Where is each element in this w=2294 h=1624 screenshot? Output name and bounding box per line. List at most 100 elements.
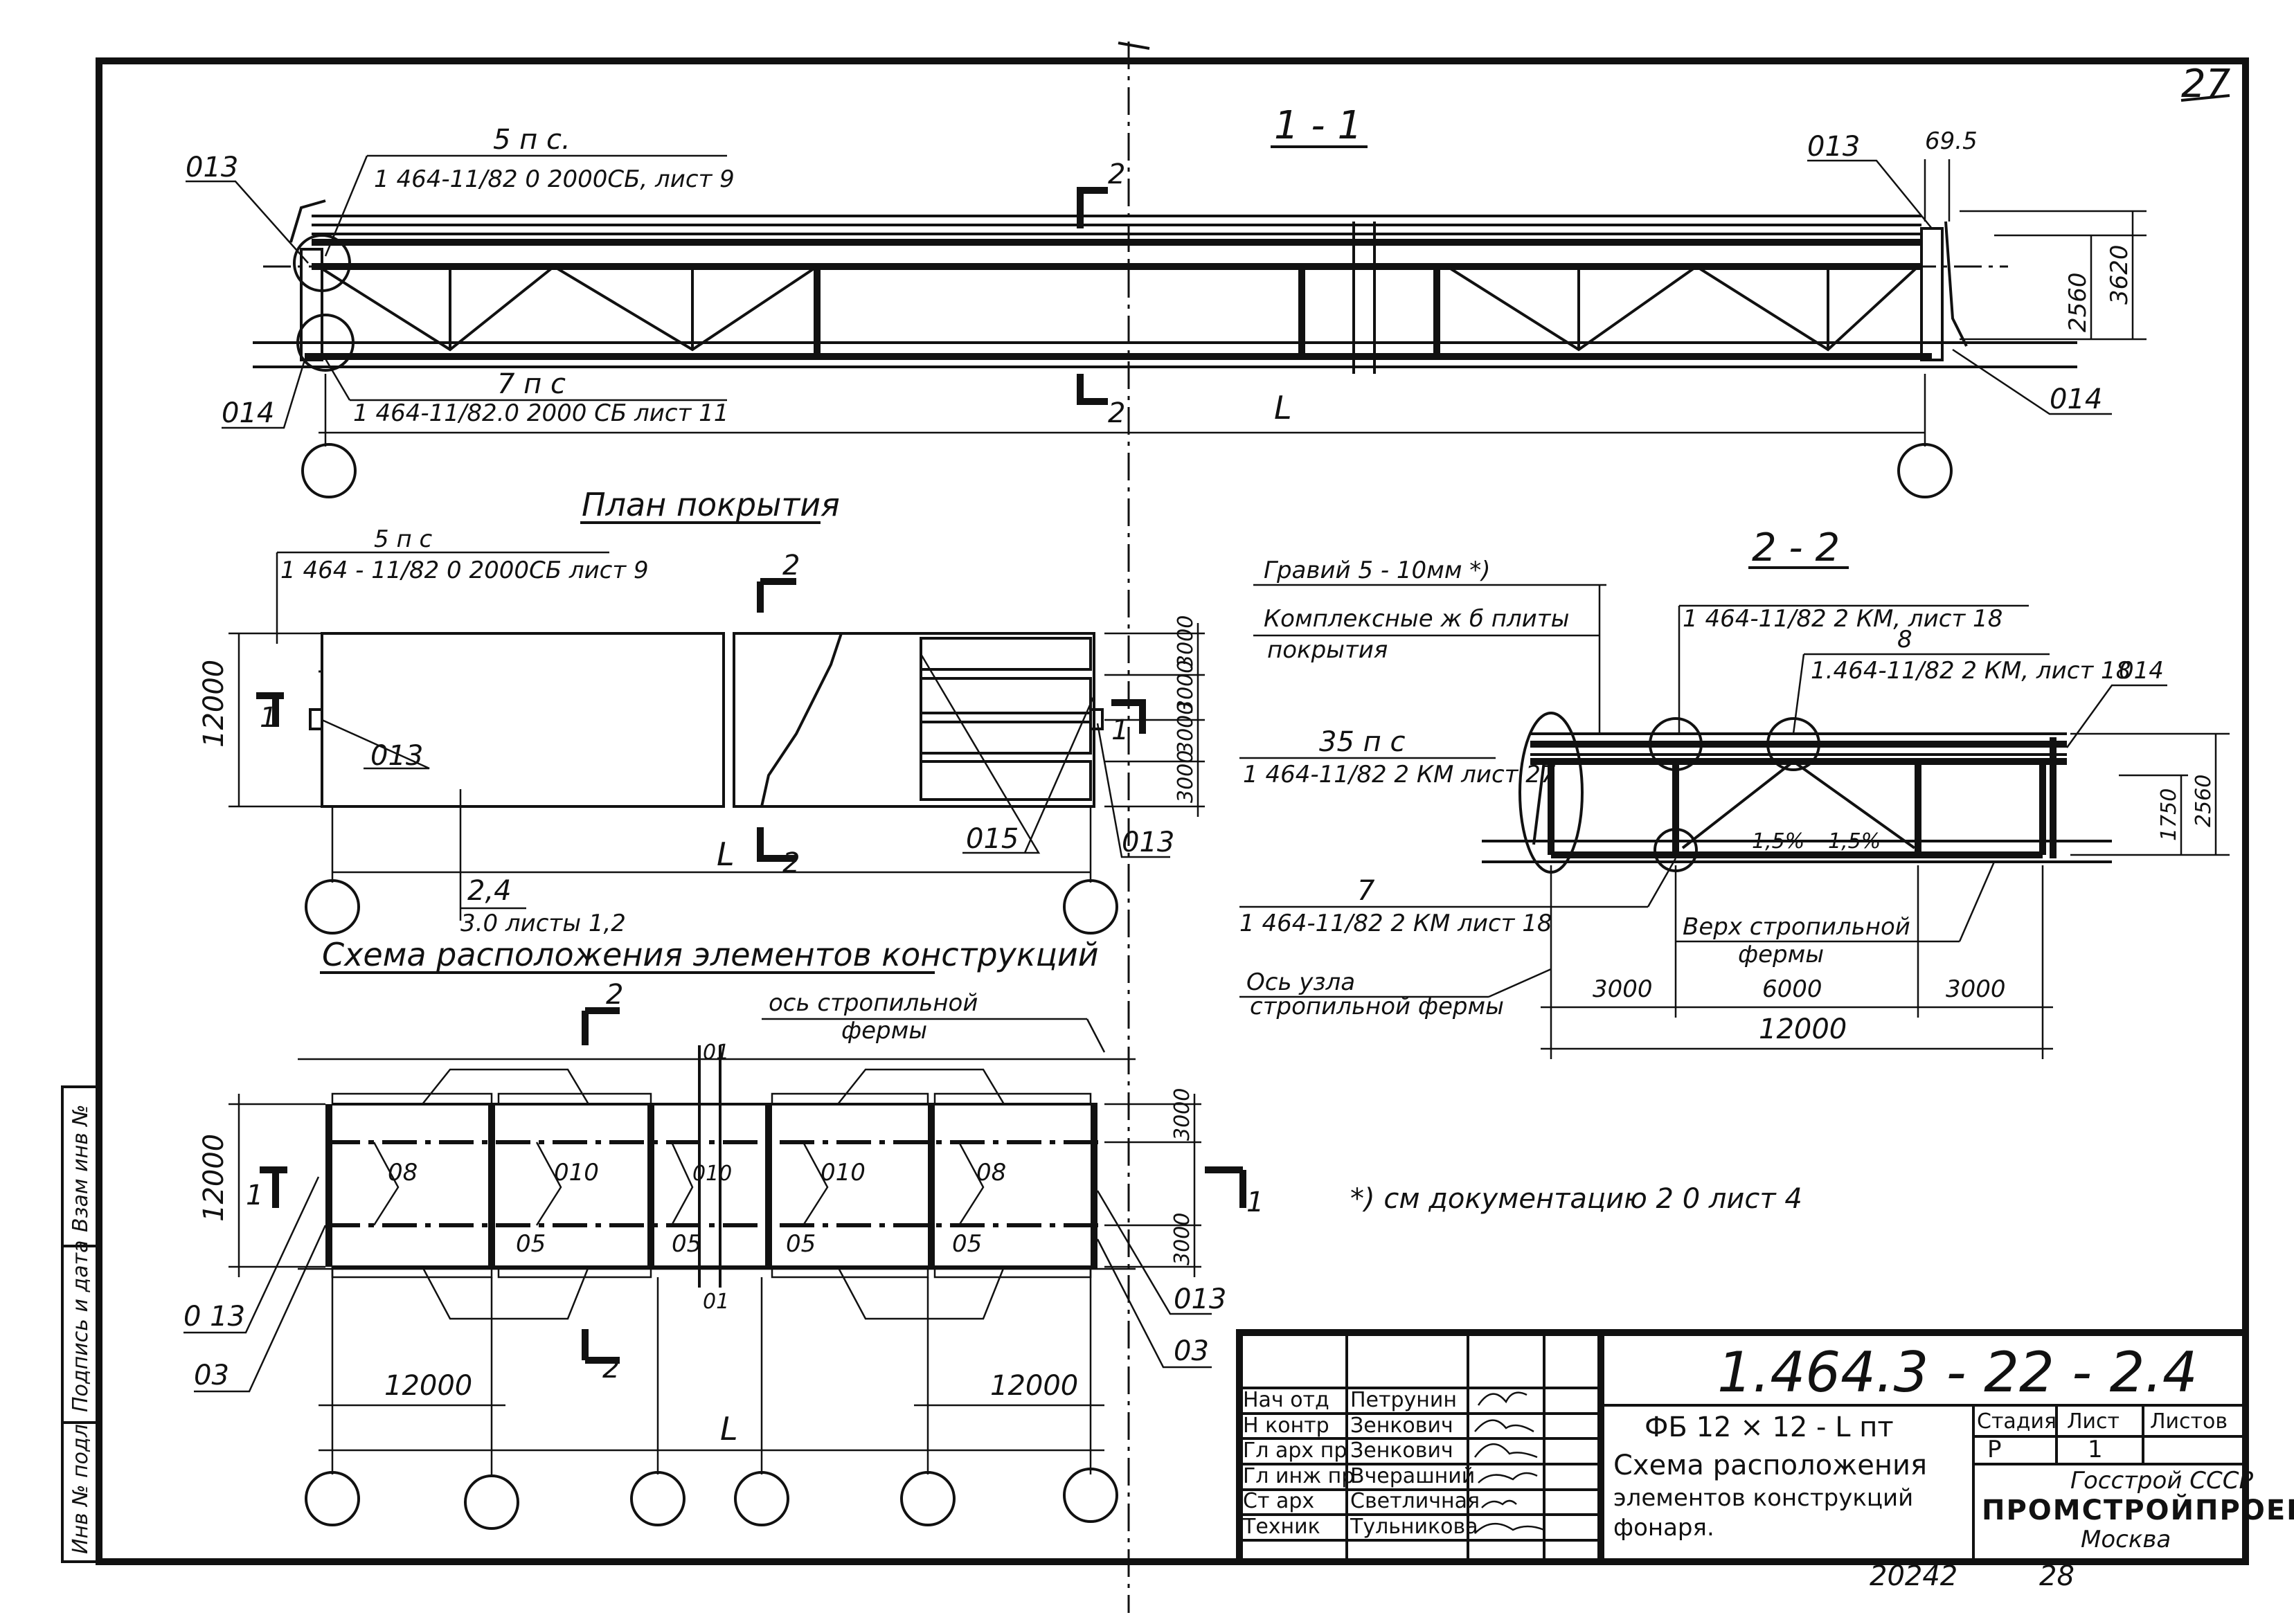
svg-text:0 13: 0 13 (183, 1301, 245, 1333)
svg-text:1: 1 (1111, 714, 1129, 746)
svg-text:фонаря.: фонаря. (1613, 1514, 1714, 1542)
sheet-frame (96, 57, 2249, 1565)
signatures (1473, 1391, 1545, 1534)
side-stamp: Инв № подл Подпись и дата Взам инв № (61, 1085, 100, 1563)
svg-text:013: 013 (1122, 827, 1174, 858)
svg-text:1: 1 (246, 1180, 263, 1211)
svg-text:Лист: Лист (2067, 1409, 2120, 1434)
footnote: *) см документацию 2 0 лист 4 (1350, 1183, 1802, 1215)
svg-text:Ст арх: Ст арх (1243, 1489, 1314, 1513)
svg-text:1 464-11/82 2 КМ, лист 18: 1 464-11/82 2 КМ, лист 18 (1683, 605, 2002, 633)
svg-text:2560: 2560 (2064, 272, 2092, 332)
svg-text:3000: 3000 (1174, 615, 1198, 668)
bottom-page: 28 (2039, 1560, 2075, 1592)
section-2-2: 2 - 2 Гравий 5 - 10мм *) Комплексные ж б… (1239, 525, 2230, 1059)
svg-text:Верх стропильной: Верх стропильной (1683, 913, 1910, 941)
svg-text:Зенкович: Зенкович (1350, 1414, 1453, 1438)
svg-text:2560: 2560 (2192, 775, 2216, 827)
svg-text:2: 2 (782, 550, 800, 581)
drawing-code: 1.464.3 - 22 - 2.4 (1717, 1340, 2198, 1405)
svg-text:Взам инв №: Взам инв № (69, 1104, 93, 1232)
svg-text:1 464-11/82 2 КМ лист 18: 1 464-11/82 2 КМ лист 18 (1239, 910, 1552, 937)
svg-text:03: 03 (1174, 1335, 1209, 1367)
svg-text:Ось узла: Ось узла (1246, 968, 1355, 996)
svg-text:12000: 12000 (990, 1370, 1078, 1402)
svg-text:1 464-11/82 0 2000СБ, лист 9: 1 464-11/82 0 2000СБ, лист 9 (374, 165, 735, 193)
svg-text:010: 010 (692, 1162, 732, 1186)
svg-text:Зенкович: Зенкович (1350, 1438, 1453, 1463)
svg-text:Светличная: Светличная (1350, 1489, 1480, 1513)
svg-text:фермы: фермы (841, 1017, 927, 1045)
svg-text:013: 013 (186, 152, 238, 183)
svg-text:3000: 3000 (1174, 702, 1198, 755)
section-1-1-title: 1 - 1 (1274, 103, 1362, 148)
svg-text:ось стропильной: ось стропильной (769, 989, 978, 1017)
svg-text:05: 05 (516, 1230, 546, 1258)
svg-text:Техник: Техник (1242, 1515, 1320, 1539)
svg-text:2: 2 (602, 1353, 620, 1384)
svg-text:Инв № подл: Инв № подл (69, 1424, 93, 1554)
svg-text:3.0 листы 1,2: 3.0 листы 1,2 (460, 910, 626, 937)
svg-text:L: L (720, 1410, 738, 1447)
svg-text:05: 05 (952, 1230, 982, 1258)
section-1-1: 1 - 1 013 5 (186, 103, 2147, 498)
svg-text:1,5%: 1,5% (1828, 829, 1881, 854)
svg-text:Гл арх пр: Гл арх пр (1243, 1438, 1347, 1463)
svg-text:5 п с.: 5 п с. (493, 124, 571, 156)
svg-text:1 464-11/82 2 КМ лист 27: 1 464-11/82 2 КМ лист 27 (1243, 761, 1556, 788)
svg-text:3000: 3000 (1946, 975, 2006, 1003)
svg-text:Гл инж пр: Гл инж пр (1243, 1464, 1354, 1488)
svg-text:013: 013 (1174, 1283, 1226, 1315)
svg-text:12000: 12000 (384, 1370, 472, 1402)
svg-text:L: L (717, 836, 735, 873)
svg-text:2: 2 (782, 847, 800, 879)
svg-text:покрытия: покрытия (1267, 636, 1388, 664)
section-2-2-title: 2 - 2 (1752, 525, 1840, 570)
svg-text:2: 2 (606, 979, 623, 1011)
svg-text:Листов: Листов (2150, 1409, 2228, 1434)
svg-text:3000: 3000 (1174, 750, 1198, 803)
svg-text:Комплексные ж б плиты: Комплексные ж б плиты (1264, 605, 1569, 633)
svg-text:Тульникова: Тульникова (1350, 1515, 1478, 1539)
svg-text:Москва: Москва (2081, 1526, 2171, 1553)
svg-text:3000: 3000 (1170, 1213, 1194, 1265)
title-block: 1.464.3 - 22 - 2.4 Нач отд Н контр Гл ар… (1236, 1329, 2294, 1565)
element-scheme-title: Схема расположения элементов конструкций (322, 936, 1099, 973)
svg-text:12000: 12000 (1759, 1013, 1847, 1045)
svg-text:8: 8 (1897, 626, 1912, 653)
svg-text:1 464-11/82.0 2000 СБ лист: 1 464-11/82.0 2000 СБ лист 11 (353, 399, 728, 427)
svg-text:Гравий 5 - 10мм *): Гравий 5 - 10мм *) (1264, 557, 1491, 584)
svg-text:013: 013 (1807, 131, 1860, 163)
svg-text:3000: 3000 (1174, 660, 1198, 713)
svg-text:2: 2 (1108, 397, 1125, 429)
svg-text:1 464 - 11/82 0 2000СБ лист 9: 1 464 - 11/82 0 2000СБ лист 9 (280, 557, 649, 584)
svg-text:12000: 12000 (198, 660, 230, 748)
svg-text:12000: 12000 (198, 1134, 230, 1222)
svg-text:6000: 6000 (1762, 975, 1822, 1003)
svg-text:Вчерашний: Вчерашний (1350, 1464, 1475, 1488)
svg-text:7: 7 (1357, 875, 1375, 907)
svg-text:5 п с: 5 п с (374, 525, 432, 553)
svg-text:35 п с: 35 п с (1319, 726, 1405, 758)
svg-text:ФБ 12 × 12 - L пт: ФБ 12 × 12 - L пт (1645, 1411, 1894, 1443)
svg-text:Нач отд: Нач отд (1243, 1388, 1329, 1412)
svg-text:010: 010 (821, 1159, 866, 1187)
svg-text:3620: 3620 (2106, 244, 2133, 305)
svg-text:08: 08 (388, 1159, 418, 1187)
element-scheme: Схема расположения элементов конструкций… (183, 936, 1264, 1530)
svg-text:01: 01 (703, 1040, 729, 1065)
svg-text:ПРОМСТРОЙПРОЕКТ: ПРОМСТРОЙПРОЕКТ (1982, 1493, 2294, 1526)
svg-text:фермы: фермы (1738, 941, 1824, 968)
roof-plan-title: План покрытия (582, 486, 840, 523)
svg-text:01: 01 (703, 1290, 729, 1314)
svg-text:Схема расположения: Схема расположения (1613, 1450, 1927, 1481)
svg-text:05: 05 (672, 1230, 701, 1258)
svg-text:элементов конструкций: элементов конструкций (1613, 1484, 1913, 1512)
svg-text:1750: 1750 (2157, 788, 2181, 841)
svg-text:стропильной фермы: стропильной фермы (1250, 993, 1504, 1020)
svg-text:Петрунин: Петрунин (1350, 1388, 1457, 1412)
svg-text:3000: 3000 (1170, 1088, 1194, 1141)
roof-plan: План покрытия 5 п с 1 464 - 11/82 0 2000… (198, 486, 1205, 937)
svg-text:014: 014 (2050, 384, 2102, 415)
